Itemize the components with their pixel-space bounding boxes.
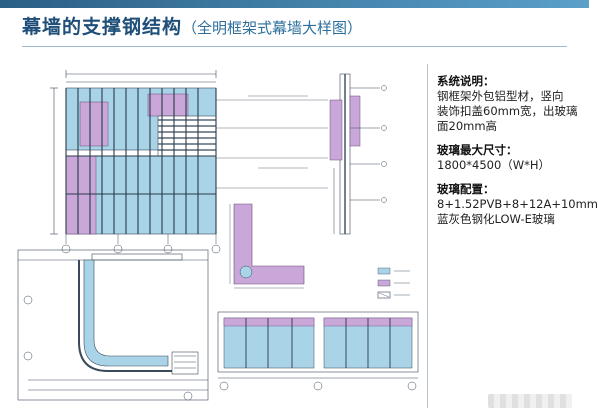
panel-divider bbox=[427, 64, 428, 408]
plan-grid-axis bbox=[23, 295, 208, 401]
plan-glass-edge bbox=[78, 259, 199, 375]
elevation-leaders bbox=[216, 95, 328, 189]
material-legend bbox=[377, 267, 410, 299]
system-line-1: 钢框架外包铝型材，竖向 bbox=[437, 89, 564, 103]
watermark-blur bbox=[488, 394, 572, 408]
slide-title: 幕墙的支撑钢结构（全明框架式幕墙大样图） bbox=[22, 12, 362, 39]
spec-notes: 系统说明： 钢框架外包铝型材，竖向 装饰扣盖60mm宽，出玻璃 面20mm高 玻… bbox=[437, 74, 598, 227]
elevation-grid-axis bbox=[61, 234, 221, 254]
elevation-louver-band bbox=[157, 115, 217, 157]
system-line-3: 面20mm高 bbox=[437, 119, 498, 133]
detail-elevation bbox=[217, 311, 419, 391]
glass-config-heading: 玻璃配置： bbox=[437, 182, 495, 196]
title-underline bbox=[22, 46, 567, 47]
glass-config-line-2: 蓝灰色钢化LOW-E玻璃 bbox=[437, 212, 555, 226]
glass-config-line-1: 8+1.52PVB+8+12A+10mm bbox=[437, 197, 598, 211]
glass-size-heading: 玻璃最大尺寸： bbox=[437, 143, 518, 157]
glass-size-value: 1800*4500（W*H） bbox=[437, 158, 551, 172]
title-main: 幕墙的支撑钢结构 bbox=[22, 16, 183, 38]
section-view bbox=[329, 73, 387, 235]
elevation-transoms bbox=[66, 155, 216, 195]
elevation-glass-lower bbox=[65, 155, 217, 235]
corner-detail bbox=[229, 203, 305, 289]
title-subtitle: （全明框架式幕墙大样图） bbox=[182, 19, 363, 37]
system-heading: 系统说明： bbox=[437, 74, 495, 88]
system-line-2: 装饰扣盖60mm宽，出玻璃 bbox=[437, 104, 578, 118]
header-accent-bar bbox=[0, 0, 589, 8]
elevation-mullions bbox=[65, 88, 217, 234]
plan-view bbox=[17, 249, 209, 401]
curtain-wall-drawing bbox=[8, 60, 424, 412]
elevation-view bbox=[50, 70, 217, 235]
